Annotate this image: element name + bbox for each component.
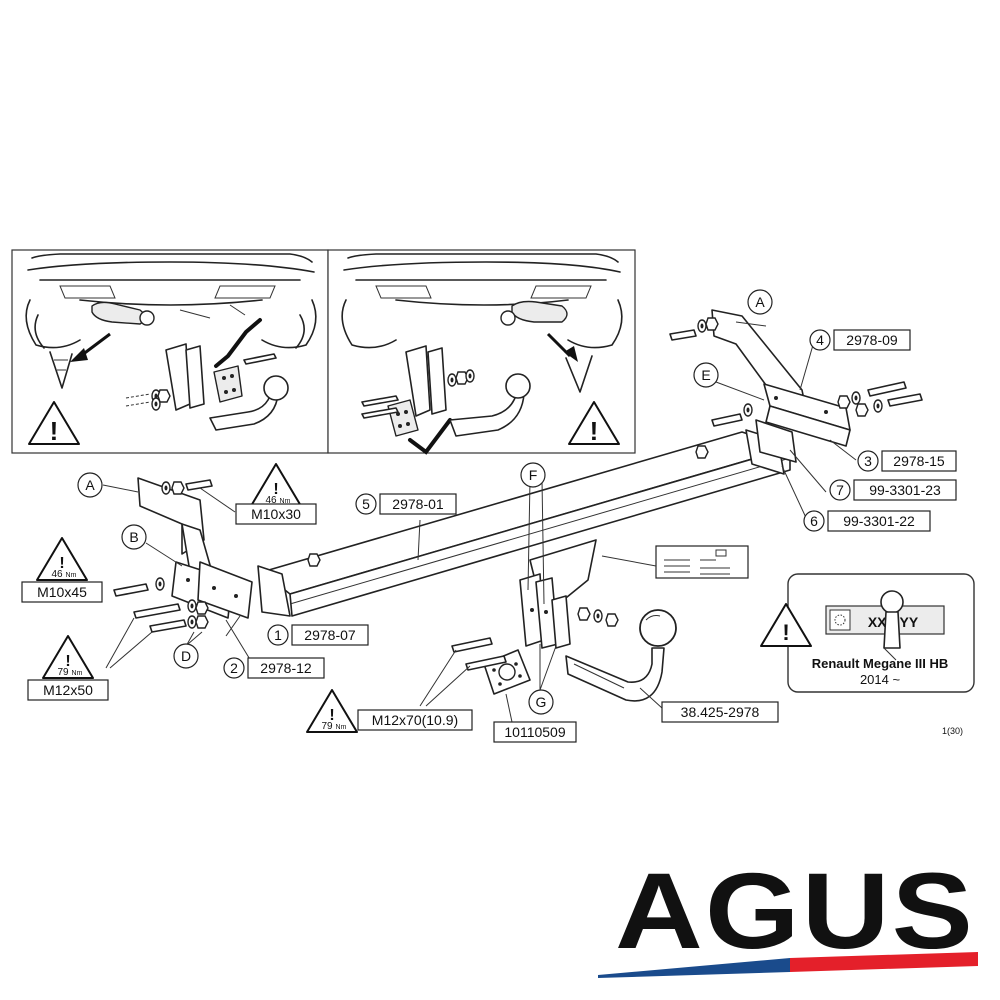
bolt-label-m10x30: M10x30 [235, 503, 317, 525]
inset-left-warning: ! [50, 416, 59, 446]
svg-text:M12x70(10.9): M12x70(10.9) [372, 712, 458, 728]
part-label-1: 1 2978-07 [267, 624, 369, 646]
vehicle-year: 2014 ~ [860, 672, 901, 687]
svg-text:79: 79 [57, 667, 69, 678]
svg-text:1: 1 [274, 627, 282, 643]
part-label-4: 4 2978-09 [809, 329, 911, 351]
svg-text:38.425-2978: 38.425-2978 [681, 704, 760, 720]
svg-text:!: ! [329, 707, 334, 724]
towball-neck [565, 609, 677, 702]
left-side-arm-assembly [113, 477, 253, 633]
right-side-arm-assembly [669, 309, 923, 463]
vehicle-warning: ! [782, 620, 789, 645]
bolt-label-m10x45: M10x45 [21, 581, 103, 603]
logo-stripe-red [790, 952, 978, 972]
svg-text:Nm: Nm [280, 498, 291, 505]
svg-text:79: 79 [321, 721, 333, 732]
part-label-5: 5 2978-01 [355, 493, 457, 515]
part-label-3: 3 2978-15 [857, 450, 957, 472]
center-socket-bracket [451, 539, 749, 695]
svg-text:46: 46 [51, 569, 63, 580]
torque-warning-46-top: ! 46 Nm [250, 463, 302, 507]
callout-B: B [121, 524, 147, 550]
svg-text:Nm: Nm [72, 670, 83, 677]
agus-logo-text: AGUS [615, 850, 975, 971]
svg-text:F: F [529, 467, 538, 483]
callout-A-right: A [747, 289, 773, 315]
inset-right-panel: ! [327, 249, 636, 455]
part-label-6: 6 99-3301-22 [803, 510, 931, 532]
towball-icon [880, 590, 904, 661]
svg-text:2978-07: 2978-07 [304, 627, 356, 643]
svg-text:D: D [181, 648, 191, 664]
callout-D: D [173, 643, 199, 669]
svg-text:E: E [701, 367, 710, 383]
svg-text:M10x45: M10x45 [37, 584, 87, 600]
agus-logo: AGUS [598, 850, 978, 978]
svg-text:!: ! [65, 653, 70, 670]
svg-text:2978-01: 2978-01 [392, 496, 444, 512]
page-number: 1(30) [942, 726, 963, 736]
callout-E: E [693, 362, 719, 388]
crossbar-main-tube [257, 429, 791, 617]
svg-text:Nm: Nm [66, 572, 77, 579]
part-label-socket-plate: 10110509 [493, 721, 577, 743]
svg-text:A: A [85, 477, 95, 493]
inset-left-panel: ! [11, 249, 329, 454]
part-label-7: 7 99-3301-23 [829, 479, 957, 501]
svg-text:Nm: Nm [336, 724, 347, 731]
svg-text:A: A [755, 294, 765, 310]
torque-warning-79-center: ! 79 Nm [306, 689, 358, 733]
callout-A-left: A [77, 472, 103, 498]
callout-F: F [520, 462, 546, 488]
part-label-towball: 38.425-2978 [661, 701, 779, 723]
svg-text:2978-15: 2978-15 [893, 453, 945, 469]
svg-text:2: 2 [230, 660, 238, 676]
svg-text:3: 3 [864, 453, 872, 469]
vehicle-info-box: XXX YY ! Renault Megane III HB 2014 ~ [760, 573, 975, 693]
svg-text:10110509: 10110509 [504, 724, 565, 740]
torque-warning-79-left: ! 79 Nm [42, 635, 94, 679]
svg-text:M12x50: M12x50 [43, 682, 93, 698]
callout-G: G [528, 689, 554, 715]
svg-text:2978-09: 2978-09 [846, 332, 898, 348]
vehicle-model: Renault Megane III HB [812, 656, 949, 671]
svg-text:G: G [536, 694, 547, 710]
inset-right-warning: ! [590, 416, 599, 446]
svg-text:B: B [129, 529, 138, 545]
bolt-label-m12x70: M12x70(10.9) [357, 709, 473, 731]
svg-text:M10x30: M10x30 [251, 506, 301, 522]
svg-text:2978-12: 2978-12 [260, 660, 312, 676]
svg-text:6: 6 [810, 513, 818, 529]
leader-lines [102, 321, 857, 723]
bolt-label-m12x50: M12x50 [27, 679, 109, 701]
svg-text:4: 4 [816, 332, 824, 348]
svg-text:46: 46 [265, 495, 277, 506]
svg-text:!: ! [59, 555, 64, 572]
svg-text:99-3301-23: 99-3301-23 [869, 482, 941, 498]
svg-text:99-3301-22: 99-3301-22 [843, 513, 915, 529]
svg-text:5: 5 [362, 496, 370, 512]
svg-text:!: ! [273, 481, 278, 498]
svg-text:7: 7 [836, 482, 844, 498]
torque-warning-46-left: ! 46 Nm [36, 537, 88, 581]
logo-stripe-navy [598, 958, 790, 978]
part-label-2: 2 2978-12 [223, 657, 325, 679]
